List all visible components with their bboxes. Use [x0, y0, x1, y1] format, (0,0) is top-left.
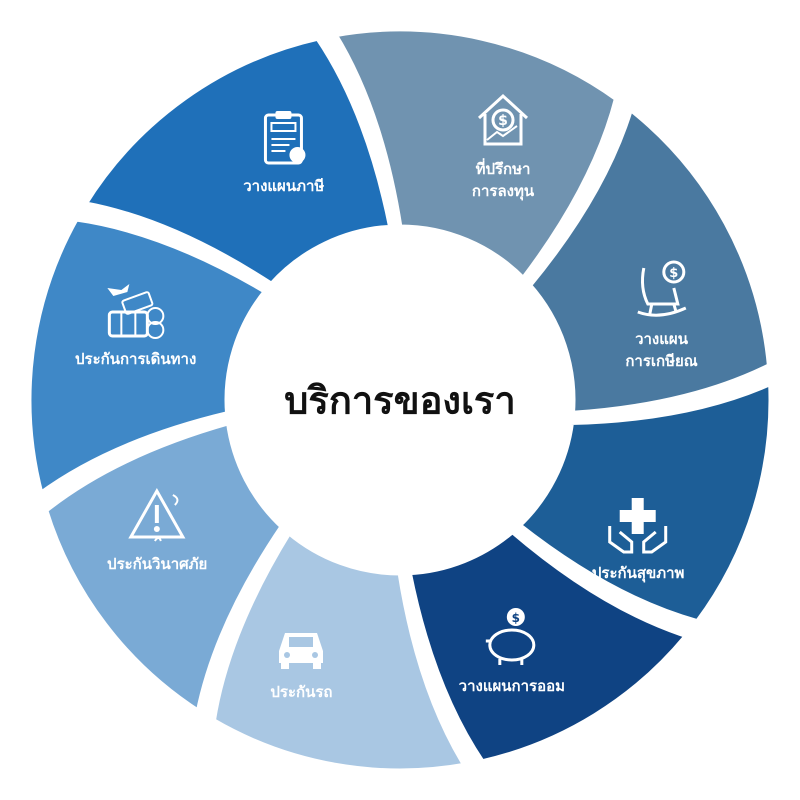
segment-label-4[interactable]: ประกันสุขภาพ	[591, 492, 685, 584]
segment-label-5[interactable]: $ วางแผนการออม	[459, 605, 565, 697]
rocking-chair-icon: $	[637, 260, 687, 317]
segment-1[interactable]	[79, 33, 396, 290]
svg-text:$: $	[498, 113, 508, 129]
segment-label-text: ประกันวินาศภัย	[107, 555, 208, 574]
center-circle	[234, 234, 566, 566]
tax-clipboard-icon	[264, 110, 306, 165]
segment-label-7[interactable]: ประกันวินาศภัย	[107, 483, 207, 575]
disaster-warning-icon	[128, 488, 186, 542]
svg-text:$: $	[512, 611, 520, 625]
segment-5[interactable]	[404, 526, 692, 767]
segment-label-text: วางแผนการออม	[458, 677, 566, 696]
center-title: บริการของเรา	[284, 378, 516, 423]
piggy-bank-icon: $	[485, 608, 536, 666]
segment-label-text: ประกันการเดินทาง	[74, 350, 197, 369]
segment-3[interactable]	[524, 104, 774, 418]
segment-label-1[interactable]: วางแผนภาษี	[243, 105, 324, 197]
travel-luggage-icon	[107, 284, 165, 340]
segment-label-text: ประกันสุขภาพ	[591, 563, 685, 582]
segment-label-text: การลงทุน	[471, 182, 535, 201]
segment-6[interactable]	[208, 527, 471, 776]
house-dollar-growth-icon: $	[478, 93, 529, 146]
segment-label-text: วางแผนภาษี	[243, 176, 325, 195]
segment-label-text: ที่ปรึกษา	[475, 160, 531, 179]
svg-text:$: $	[669, 266, 678, 281]
segment-label-2[interactable]: $ ที่ปรึกษาการลงทุน	[471, 88, 535, 202]
segment-2[interactable]	[329, 24, 622, 284]
segment-7[interactable]	[41, 418, 287, 717]
segment-label-6[interactable]: ประกันรถ	[269, 611, 333, 703]
segment-4[interactable]	[514, 378, 776, 627]
segment-label-text: วางแผน	[635, 330, 688, 349]
segment-label-8[interactable]: ประกันการเดินทาง	[75, 278, 196, 370]
segment-label-text: การเกษียณ	[625, 352, 698, 371]
hands-medical-cross-icon	[608, 497, 668, 553]
segment-label-3[interactable]: $ วางแผนการเกษียณ	[625, 258, 698, 372]
segment-8[interactable]	[24, 214, 271, 499]
car-icon	[279, 632, 324, 669]
segment-label-text: ประกันรถ	[270, 682, 333, 701]
